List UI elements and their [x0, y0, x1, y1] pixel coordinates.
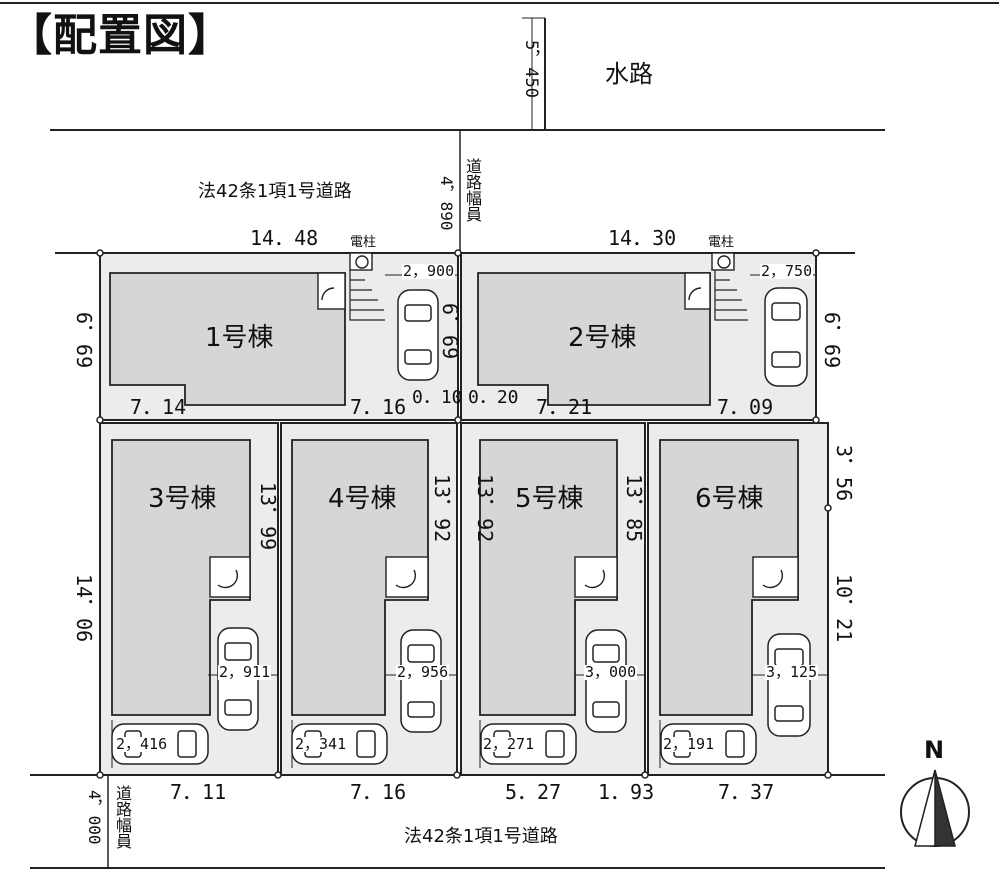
- utility-pole-label-1: 電柱: [350, 235, 377, 250]
- car-dim-lot6-v: 3，125: [765, 663, 819, 681]
- entrance-6: [752, 556, 799, 598]
- car-lot-6: [767, 633, 811, 737]
- car-dim-lot3-v: 2，911: [218, 663, 272, 681]
- car-lot-4: [400, 629, 442, 733]
- dim-lot5-left: 13．92: [473, 474, 497, 543]
- dim-left-lower: 14．06: [72, 574, 96, 643]
- entrance-5: [574, 556, 618, 598]
- dim-top-right-frontage: 14．30: [608, 226, 677, 250]
- car-lot-5: [585, 629, 627, 733]
- entrance-3: [209, 556, 251, 598]
- car-lot-1: [397, 289, 439, 381]
- car-dim-lot2: 2，750: [760, 262, 814, 280]
- road-top-width: 4，890: [437, 176, 456, 231]
- building-4-label: 4号棟: [328, 484, 397, 514]
- dim-lot1-inner-depth: 6．69: [438, 303, 462, 360]
- dim-bottom-4: 7．16: [350, 780, 407, 804]
- door-swing-6: [762, 569, 784, 589]
- door-swing-3: [217, 569, 239, 589]
- dim-gap-a: 0．10: [412, 387, 463, 408]
- building-2-label: 2号棟: [568, 323, 637, 353]
- dim-lot5-right: 13．85: [622, 474, 646, 543]
- building-3-label: 3号棟: [148, 484, 217, 514]
- dim-bottom-5b: 1．93: [598, 780, 655, 804]
- car-dim-lot1: 2，900: [402, 262, 456, 280]
- entrance-4: [385, 556, 429, 598]
- dim-right-upper: 3．56: [832, 445, 856, 502]
- north-label: N: [924, 736, 945, 764]
- door-swing-1: [321, 287, 335, 301]
- dim-lot4-right: 13．92: [430, 474, 454, 543]
- building-5-label: 5号棟: [515, 484, 584, 514]
- waterway-label: 水路: [605, 60, 653, 88]
- stairs-1: [349, 270, 385, 321]
- utility-pole-1: [355, 255, 369, 269]
- north-arrow-icon: [900, 769, 970, 847]
- door-swing-5: [584, 569, 606, 589]
- utility-pole-2: [717, 255, 731, 269]
- page-title: 【配置図】: [8, 10, 233, 61]
- dim-left-depth-top: 6．69: [72, 312, 96, 369]
- entrance-2: [684, 272, 711, 310]
- road-bottom-width-label: 道路幅員: [113, 785, 132, 849]
- building-6-label: 6号棟: [695, 484, 764, 514]
- road-top-label: 法42条1項1号道路: [198, 181, 352, 202]
- dim-lot2-bottom-left: 7．21: [536, 395, 593, 419]
- dim-gap-b: 0．20: [468, 387, 519, 408]
- dim-bottom-3: 7．11: [170, 780, 227, 804]
- utility-pole-label-2: 電柱: [708, 235, 735, 250]
- building-1-label: 1号棟: [205, 323, 274, 353]
- car-dim-lot6-h: 2，191: [662, 735, 716, 753]
- dim-bottom-6: 7．37: [718, 780, 775, 804]
- stairs-2: [714, 270, 748, 321]
- car-dim-lot3-h: 2，416: [115, 735, 169, 753]
- dim-lot3-right: 13．99: [256, 482, 280, 551]
- dim-right-depth-top: 6．69: [820, 312, 844, 369]
- dim-top-left-frontage: 14．48: [250, 226, 319, 250]
- car-lot-2: [764, 287, 808, 387]
- car-dim-lot5-h: 2，271: [482, 735, 536, 753]
- building-3-footprint: [111, 439, 251, 716]
- car-dim-lot4-h: 2，341: [294, 735, 348, 753]
- dim-lot1-bottom-right: 7．16: [350, 395, 407, 419]
- road-bottom-width: 4，000: [85, 790, 104, 845]
- door-swing-2: [688, 287, 702, 301]
- building-5-footprint: [479, 439, 618, 716]
- road-top-width-label: 道路幅員: [463, 158, 482, 222]
- dim-lot1-bottom-left: 7．14: [130, 395, 187, 419]
- car-dim-lot5-v: 3，000: [584, 663, 638, 681]
- road-bottom-label: 法42条1項1号道路: [404, 826, 558, 847]
- entrance-1: [317, 272, 346, 310]
- dim-right-lower: 10．21: [832, 574, 856, 643]
- waterway-width: 5，450: [521, 40, 541, 98]
- dim-bottom-5a: 5．27: [505, 780, 562, 804]
- building-4-footprint: [291, 439, 429, 716]
- door-swing-4: [395, 569, 417, 589]
- building-6-footprint: [659, 439, 799, 716]
- car-dim-lot4-v: 2，956: [396, 663, 450, 681]
- dim-lot2-bottom-right: 7．09: [717, 395, 774, 419]
